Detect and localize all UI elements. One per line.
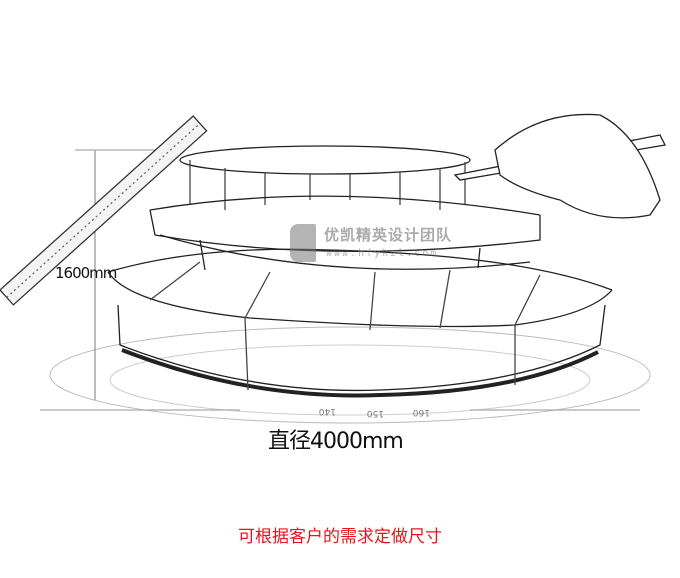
bin-dividers bbox=[149, 261, 541, 391]
upper-tier-front bbox=[149, 209, 541, 253]
top-posts bbox=[189, 160, 466, 210]
lower-tier-top bbox=[107, 248, 613, 291]
watermark-url: www.hfykzl.com bbox=[326, 248, 439, 259]
watermark-title: 优凯精英设计团队 bbox=[324, 226, 453, 244]
diameter-label: 直径4000mm bbox=[268, 429, 404, 454]
watermark: 优凯精英设计团队 www.hfykzl.com bbox=[288, 220, 458, 270]
height-label: 1600mm bbox=[55, 264, 117, 282]
lower-tier-rim bbox=[107, 271, 613, 328]
svg-text:140: 140 bbox=[319, 406, 336, 416]
svg-text:160: 160 bbox=[413, 407, 430, 417]
svg-text:150: 150 bbox=[367, 408, 384, 418]
ruler-icon bbox=[0, 115, 208, 306]
lower-tier-base bbox=[117, 304, 606, 392]
custom-size-note: 可根据客户的需求定做尺寸 bbox=[238, 527, 442, 547]
upper-tier-top bbox=[149, 195, 541, 216]
floor-ellipse bbox=[49, 326, 651, 424]
watermark-logo-icon bbox=[290, 224, 316, 262]
top-ring bbox=[179, 145, 471, 175]
ruler-ticks: 140 150 160 bbox=[319, 406, 430, 418]
hand-pencil-icon bbox=[453, 113, 666, 219]
floor-ellipse-inner bbox=[109, 344, 591, 416]
base-plinth bbox=[121, 348, 599, 398]
